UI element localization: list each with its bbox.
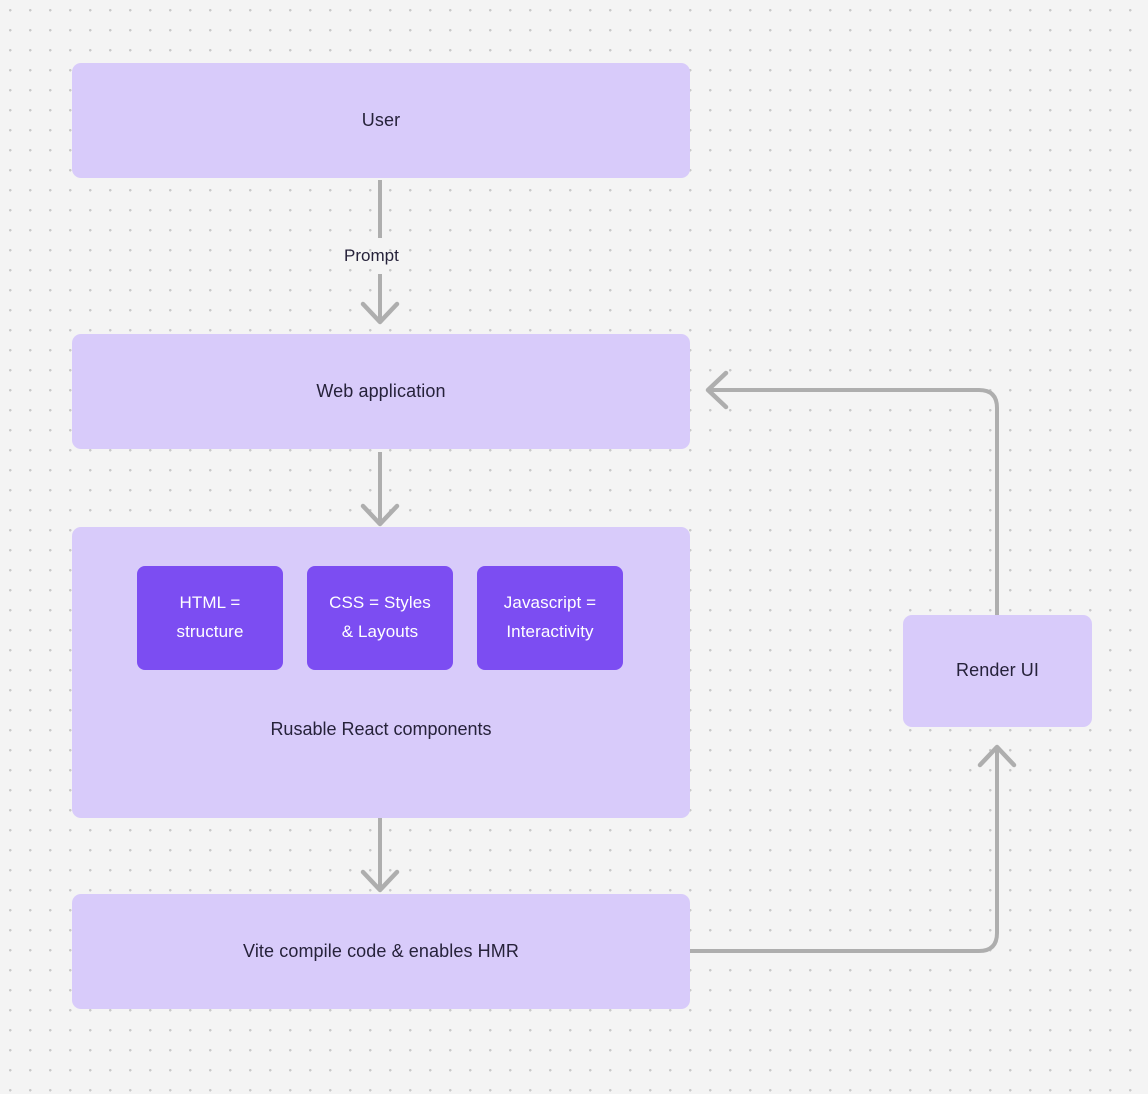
edge-label-prompt: Prompt — [344, 246, 399, 265]
node-html-chip-label: HTML =structure — [176, 593, 244, 641]
edge-vite-to-render — [690, 744, 1017, 953]
edge-web-to-stack — [360, 452, 400, 527]
node-render-ui-label: Render UI — [956, 660, 1039, 681]
node-javascript-chip[interactable]: Javascript =Interactivity — [477, 566, 623, 670]
node-css-chip-label: CSS = Styles& Layouts — [329, 593, 431, 641]
node-stack-group-caption: Rusable React components — [270, 719, 492, 739]
node-vite-label: Vite compile code & enables HMR — [243, 940, 519, 961]
node-stack-group[interactable]: HTML =structure CSS = Styles& Layouts Ja… — [72, 527, 690, 818]
node-vite[interactable]: Vite compile code & enables HMR — [72, 894, 690, 1009]
node-web-application-label: Web application — [316, 380, 446, 401]
node-render-ui[interactable]: Render UI — [903, 615, 1092, 727]
node-javascript-chip-label: Javascript =Interactivity — [503, 593, 597, 641]
edge-render-to-web — [705, 370, 999, 615]
node-html-chip[interactable]: HTML =structure — [137, 566, 283, 670]
node-user-label: User — [361, 109, 401, 130]
node-css-chip[interactable]: CSS = Styles& Layouts — [307, 566, 453, 670]
node-web-application[interactable]: Web application — [72, 334, 690, 449]
node-user[interactable]: User — [72, 63, 690, 178]
edge-stack-to-vite — [360, 818, 400, 893]
